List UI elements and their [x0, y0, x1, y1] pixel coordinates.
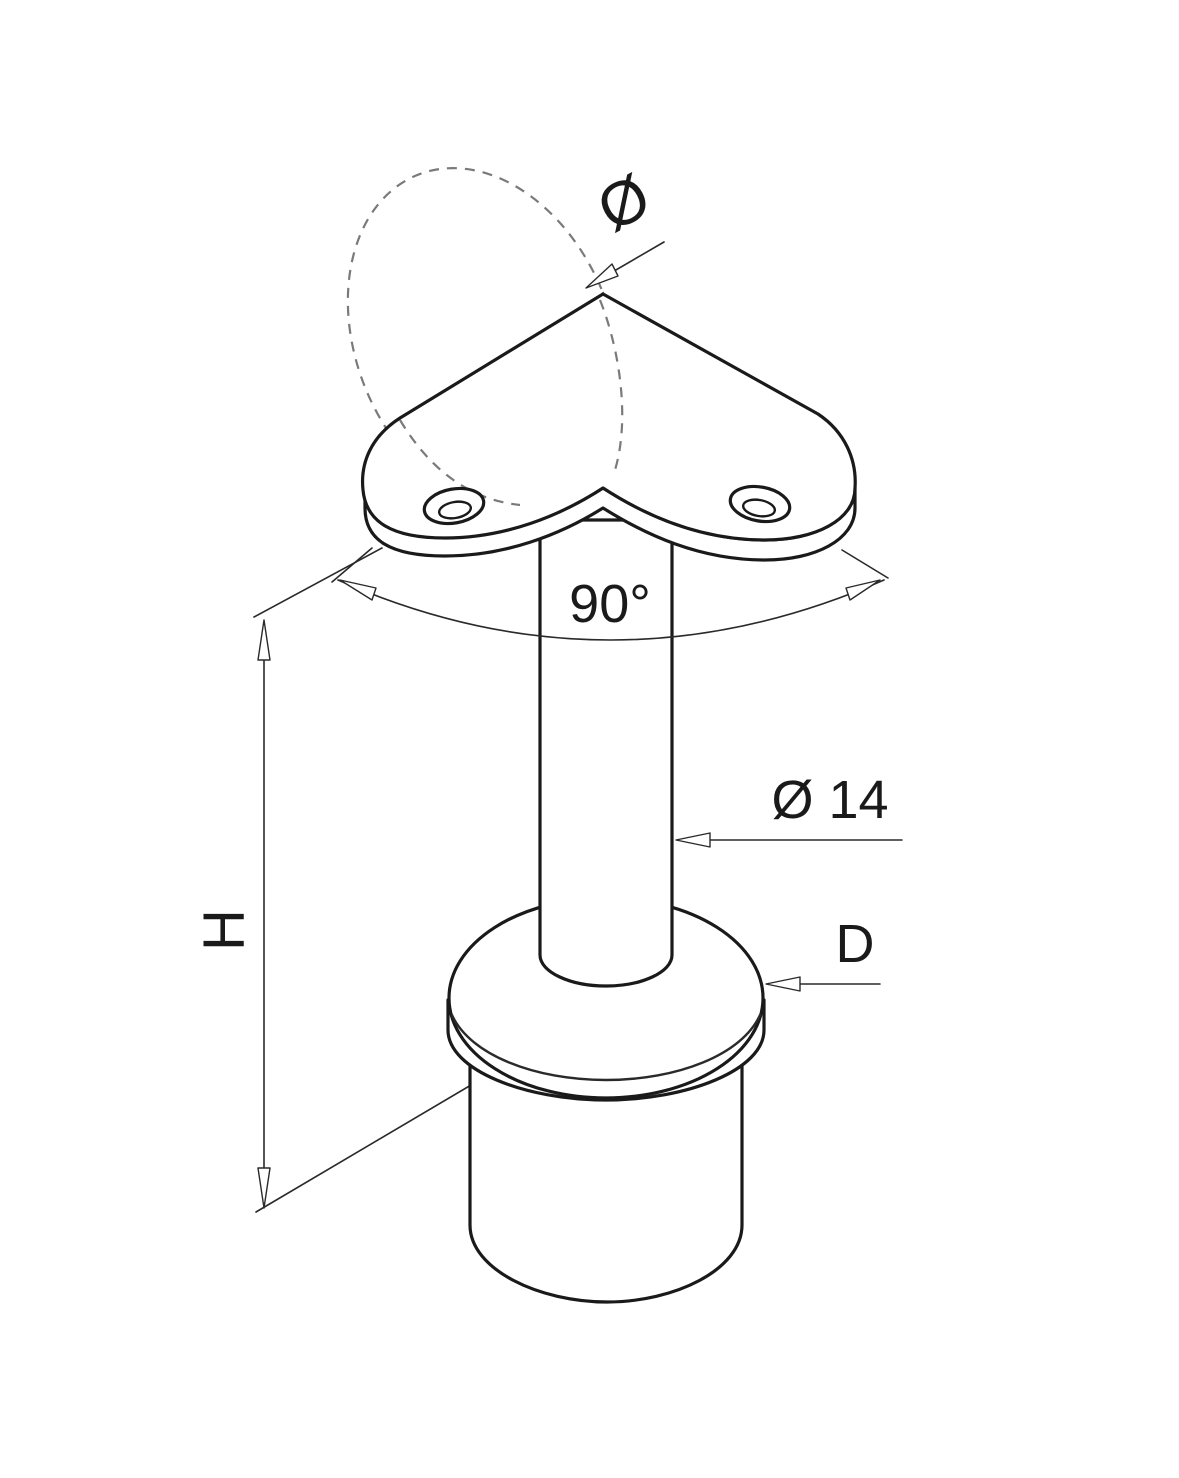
tube-body [538, 518, 674, 988]
tube-diameter-label: Ø 14 [771, 770, 888, 830]
saddle-diameter-label: Ø [587, 162, 662, 246]
support-tube [538, 518, 674, 988]
saddle-diameter-arrow [585, 263, 619, 289]
height-extension-bottom [255, 1074, 489, 1213]
base-diameter-label: D [836, 914, 875, 974]
height-arrow-bottom [257, 1167, 271, 1209]
base-diameter-arrow [765, 976, 801, 992]
angle-label: 90° [569, 574, 651, 634]
height-arrow-top [257, 619, 271, 661]
angle-extension-left [331, 547, 373, 583]
angle-arrow-left [339, 579, 377, 601]
tube-diameter-arrow [675, 832, 711, 848]
angle-arc [337, 579, 885, 641]
height-label: H [191, 909, 256, 951]
angle-arrow-right [845, 579, 881, 601]
saddle-top [360, 292, 857, 542]
saddle-diameter-dimension: Ø [585, 162, 665, 289]
angle-extension-right [841, 549, 889, 579]
base-diameter-dimension: D [765, 914, 881, 992]
base-cup [446, 896, 766, 1304]
mounting-hole-right-inner [741, 498, 777, 518]
tube-diameter-dimension: Ø 14 [675, 770, 903, 848]
base-collar-edge [450, 1013, 762, 1082]
angle-dimension: 90° [331, 547, 889, 641]
height-extension-top [253, 547, 383, 618]
saddle-plate [360, 292, 857, 562]
base-cylinder-body [468, 1063, 744, 1304]
mounting-hole-left-inner [437, 500, 473, 520]
height-dimension: H [191, 547, 489, 1213]
handrail-phantom-overlay [399, 299, 624, 507]
